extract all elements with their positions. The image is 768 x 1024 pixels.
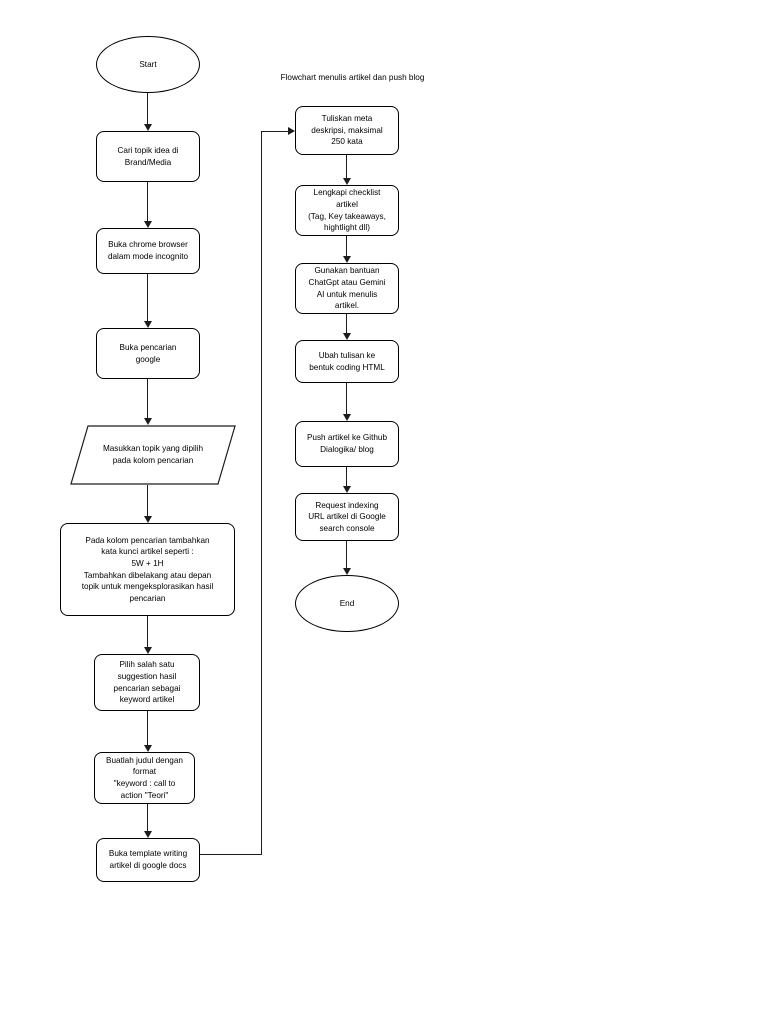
connector-r1-to-r2 <box>346 155 348 178</box>
connector-n4-to-n5 <box>147 485 149 516</box>
node-pilih-suggestion[interactable]: Pilih salah satu suggestion hasil pencar… <box>94 654 200 711</box>
diagram-title: Flowchart menulis artikel dan push blog <box>280 73 425 82</box>
node-kolom-pencarian-kata-kunci[interactable]: Pada kolom pencarian tambahkan kata kunc… <box>60 523 235 616</box>
connector-n5-to-n6 <box>147 616 149 647</box>
node-end-label: End <box>339 598 355 608</box>
node-buka-pencarian-google-label: Buka pencarian google <box>119 342 177 364</box>
node-lengkapi-checklist[interactable]: Lengkapi checklist artikel (Tag, Key tak… <box>295 185 399 236</box>
connector-r4-to-r5 <box>346 383 348 414</box>
node-ubah-tulisan-html-label: Ubah tulisan ke bentuk coding HTML <box>309 350 385 372</box>
node-start[interactable]: Start <box>96 36 200 93</box>
node-cari-topik-idea-label: Cari topik idea di Brand/Media <box>117 145 179 167</box>
arrow-n1-to-n2 <box>143 221 152 228</box>
arrow-r5-to-r6 <box>342 486 351 493</box>
node-tuliskan-meta-deskripsi-label: Tuliskan meta deskripsi, maksimal 250 ka… <box>311 114 383 147</box>
arrow-r6-to-end <box>342 568 351 575</box>
connector-n2-to-n3 <box>147 274 149 321</box>
arrow-r2-to-r3 <box>342 256 351 263</box>
connector-r2-to-r3 <box>346 236 348 256</box>
connector-n1-to-n2 <box>147 182 149 221</box>
node-gunakan-bantuan-ai-label: Gunakan bantuan ChatGpt atau Gemini AI u… <box>308 266 386 311</box>
node-buatlah-judul-label: Buatlah judul dengan format "keyword : c… <box>106 755 183 800</box>
arrow-start-to-n1 <box>143 124 152 131</box>
arrow-n2-to-n3 <box>143 321 152 328</box>
node-request-indexing[interactable]: Request indexing URL artikel di Google s… <box>295 493 399 541</box>
arrow-r3-to-r4 <box>342 333 351 340</box>
node-request-indexing-label: Request indexing URL artikel di Google s… <box>308 500 386 533</box>
node-ubah-tulisan-html[interactable]: Ubah tulisan ke bentuk coding HTML <box>295 340 399 383</box>
arrow-r1-to-r2 <box>342 178 351 185</box>
connector-n8-to-loop-horizontal <box>200 854 262 856</box>
arrow-n6-to-n7 <box>143 745 152 752</box>
node-kolom-pencarian-kata-kunci-label: Pada kolom pencarian tambahkan kata kunc… <box>81 535 214 603</box>
node-buka-chrome-browser-label: Buka chrome browser dalam mode incognito <box>107 240 189 261</box>
arrow-n4-to-n5 <box>143 516 152 523</box>
node-buka-template-writing-label: Buka template writing artikel di google … <box>108 849 188 870</box>
node-end[interactable]: End <box>295 575 399 632</box>
connector-n3-to-n4 <box>147 379 149 418</box>
node-tuliskan-meta-deskripsi[interactable]: Tuliskan meta deskripsi, maksimal 250 ka… <box>295 106 399 155</box>
node-gunakan-bantuan-ai[interactable]: Gunakan bantuan ChatGpt atau Gemini AI u… <box>295 263 399 314</box>
node-buka-template-writing[interactable]: Buka template writing artikel di google … <box>96 838 200 882</box>
node-push-artikel-github-label: Push artikel ke Github Dialogika/ blog <box>306 433 388 454</box>
node-buka-chrome-browser[interactable]: Buka chrome browser dalam mode incognito <box>96 228 200 274</box>
arrow-n7-to-n8 <box>143 831 152 838</box>
parallelogram-shape <box>70 425 236 485</box>
arrow-n3-to-n4 <box>143 418 152 425</box>
arrow-loop-to-r1 <box>288 127 295 135</box>
connector-r5-to-r6 <box>346 467 348 486</box>
node-buatlah-judul[interactable]: Buatlah judul dengan format "keyword : c… <box>94 752 195 804</box>
node-masukkan-topik[interactable]: Masukkan topik yang dipilih pada kolom p… <box>70 425 236 485</box>
connector-loop-vertical <box>261 131 263 855</box>
connector-loop-to-r1-horizontal <box>261 131 288 133</box>
connector-r6-to-end <box>346 541 348 568</box>
arrow-n5-to-n6 <box>143 647 152 654</box>
connector-r3-to-r4 <box>346 314 348 333</box>
connector-n7-to-n8 <box>147 804 149 831</box>
arrow-r4-to-r5 <box>342 414 351 421</box>
node-pilih-suggestion-label: Pilih salah satu suggestion hasil pencar… <box>113 660 181 705</box>
node-lengkapi-checklist-label: Lengkapi checklist artikel (Tag, Key tak… <box>308 188 386 233</box>
connector-start-to-n1 <box>147 93 149 124</box>
node-push-artikel-github[interactable]: Push artikel ke Github Dialogika/ blog <box>295 421 399 467</box>
node-masukkan-topik-label: Masukkan topik yang dipilih pada kolom p… <box>102 444 204 465</box>
node-cari-topik-idea[interactable]: Cari topik idea di Brand/Media <box>96 131 200 182</box>
node-start-label: Start <box>139 59 157 69</box>
connector-n6-to-n7 <box>147 711 149 745</box>
node-buka-pencarian-google[interactable]: Buka pencarian google <box>96 328 200 379</box>
